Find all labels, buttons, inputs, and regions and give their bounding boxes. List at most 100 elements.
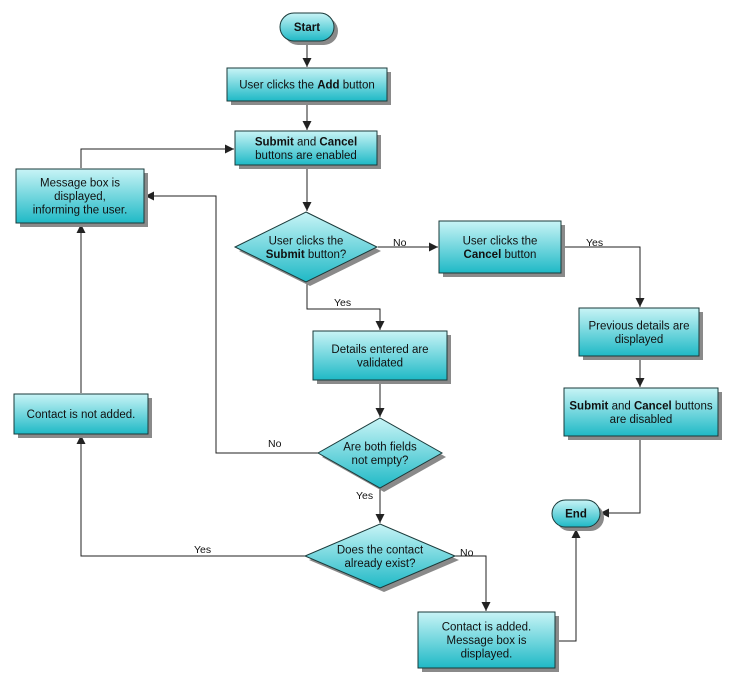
node-text-run: Previous details are — [589, 320, 690, 332]
contact-exists-decision: Does the contact already exist? — [303, 523, 459, 592]
node-text-line: Start — [294, 22, 320, 34]
node-shape — [303, 523, 457, 589]
node-text-line: Contact is added. — [442, 622, 532, 634]
node-text-line: Are both fields — [343, 441, 417, 453]
node-text-run: and — [608, 400, 634, 412]
node-text-run: button — [340, 80, 375, 92]
node-text-run: displayed, — [54, 191, 106, 203]
node-text-run: Cancel — [464, 249, 502, 261]
node-shape — [312, 330, 448, 381]
node-text-line: displayed, — [54, 191, 106, 203]
node-text-line: displayed — [615, 334, 664, 346]
edge-label-submit-yes: Yes — [334, 297, 351, 309]
node-shape — [551, 499, 601, 528]
edge-cancel-yes-to-prev — [562, 246, 645, 307]
node-text-run: Cancel — [634, 400, 672, 412]
node-text-run: User clicks the — [269, 235, 344, 247]
node-shape — [578, 307, 700, 357]
node-text-run: Does the contact — [337, 544, 424, 556]
node-text-run: Details entered are — [331, 344, 428, 356]
node-text-line: Message box is — [40, 178, 120, 190]
edge-disabled-to-end — [600, 437, 641, 518]
edge-added-to-end — [556, 529, 581, 642]
node-shape — [13, 393, 149, 435]
node-text-run: Add — [317, 80, 339, 92]
node-text-run: already exist? — [345, 558, 416, 570]
previous-details-process: Previous details are displayed — [578, 307, 703, 360]
edge-label-exist-yes: Yes — [194, 544, 211, 556]
edge-label-submit-no: No — [393, 237, 407, 249]
node-text-run: and — [294, 136, 320, 148]
node-text-run: Submit — [569, 400, 608, 412]
edge-fields-no-to-msgbox — [145, 191, 318, 454]
end-terminal: End — [551, 499, 604, 531]
edge-label-fields-no: No — [268, 438, 282, 450]
node-text-run: Contact is added. — [442, 622, 532, 634]
node-text-line: User clicks the — [269, 235, 344, 247]
edge-label-exist-no: No — [460, 547, 474, 559]
node-text-line: Contact is not added. — [27, 409, 136, 421]
node-text-line: Previous details are — [589, 320, 690, 332]
node-text-line: User clicks the — [463, 235, 538, 247]
edge-exist-yes-to-notadded — [76, 435, 306, 557]
node-text-run: Cancel — [319, 136, 357, 148]
buttons-disabled-process: Submit and Cancel buttons are disabled — [563, 387, 722, 440]
node-shape — [438, 220, 562, 274]
node-text-run: informing the user. — [33, 205, 128, 217]
user-clicks-add-process: User clicks the Add button — [226, 67, 391, 105]
buttons-enabled-process: Submit and Cancel buttons are enabled — [234, 130, 381, 169]
node-text-line: End — [565, 509, 587, 521]
edge-label-cancel-yes: Yes — [586, 237, 603, 249]
node-shape — [15, 168, 145, 224]
node-text-line: Cancel button — [464, 249, 537, 261]
node-text-line: validated — [357, 357, 403, 369]
node-text-line: Does the contact — [337, 544, 424, 556]
node-text-run: displayed. — [461, 649, 513, 661]
node-text-run: User clicks the — [239, 80, 317, 92]
node-shape — [316, 417, 444, 489]
start-terminal: Start — [279, 12, 338, 45]
edge-exist-no-to-added — [455, 555, 491, 611]
node-shape — [234, 130, 378, 166]
node-text-run: are disabled — [610, 414, 673, 426]
node-text-run: validated — [357, 357, 403, 369]
node-text-line: Submit and Cancel — [255, 136, 357, 148]
edge-msgbox-to-enabled — [80, 144, 234, 168]
node-text-run: buttons — [672, 400, 713, 412]
node-shape — [226, 67, 388, 102]
node-text-run: displayed — [615, 334, 664, 346]
node-text-run: End — [565, 509, 587, 521]
edge-label-fields-yes: Yes — [356, 490, 373, 502]
node-text-run: Start — [294, 22, 320, 34]
node-text-run: Are both fields — [343, 441, 417, 453]
node-text-run: Submit — [255, 136, 294, 148]
contact-not-added-process: Contact is not added. — [13, 393, 152, 438]
edge-submit-yes-to-validated — [306, 283, 385, 330]
node-text-line: informing the user. — [33, 205, 128, 217]
node-text-run: not empty? — [352, 455, 409, 467]
fields-not-empty-decision: Are both fields not empty? — [316, 417, 446, 492]
node-text-run: Contact is not added. — [27, 409, 136, 421]
node-shape — [563, 387, 719, 437]
node-text-line: Submit and Cancel buttons — [569, 400, 712, 412]
node-text-run: Message box is — [40, 178, 120, 190]
node-shape — [233, 211, 379, 283]
node-shape — [417, 611, 556, 669]
node-text-run: Submit — [266, 249, 305, 261]
node-text-line: Message box is — [447, 635, 527, 647]
node-text-run: button? — [305, 249, 347, 261]
node-text-run: User clicks the — [463, 235, 538, 247]
node-text-line: Submit button? — [266, 249, 347, 261]
node-text-line: not empty? — [352, 455, 409, 467]
node-text-line: Details entered are — [331, 344, 428, 356]
node-shape — [279, 12, 335, 42]
node-text-run: button — [501, 249, 536, 261]
node-text-run: buttons are enabled — [255, 150, 357, 162]
node-text-run: Message box is — [447, 635, 527, 647]
node-text-line: displayed. — [461, 649, 513, 661]
